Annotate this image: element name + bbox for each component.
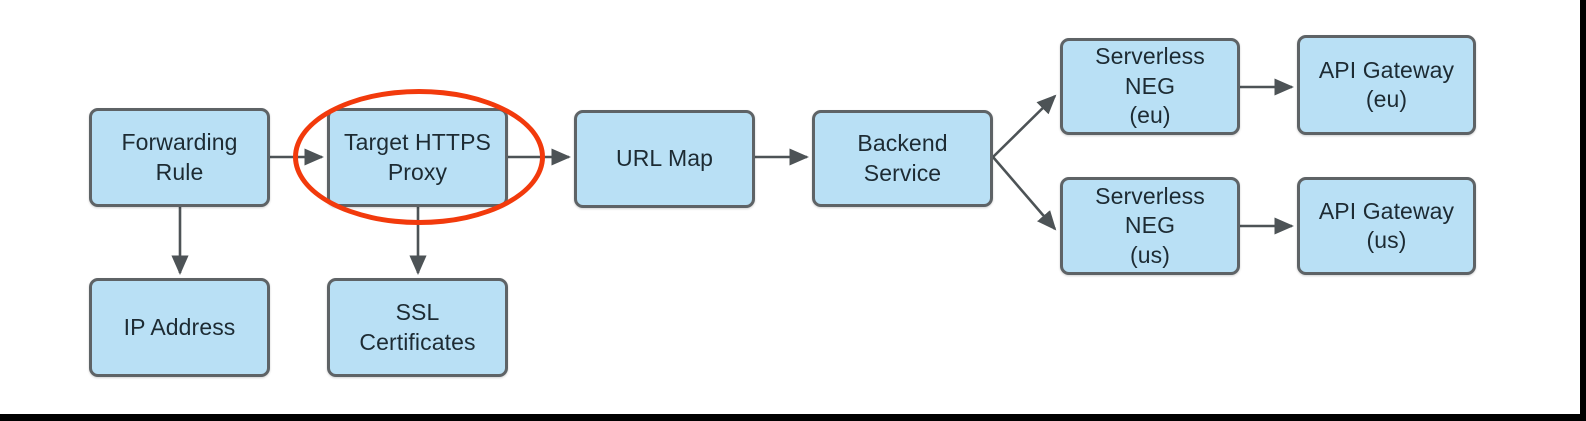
node-label-ip-address: IP Address bbox=[123, 313, 236, 340]
node-api-gateway-us[interactable]: API Gateway (us) bbox=[1297, 177, 1476, 275]
node-label-line1: API Gateway bbox=[1318, 56, 1455, 83]
edge-backend-to-neg-us-eu bbox=[992, 94, 1057, 158]
node-label-line1: API Gateway bbox=[1318, 197, 1455, 224]
node-label-url-map: URL Map bbox=[616, 145, 713, 172]
node-label-line2: Proxy bbox=[387, 158, 448, 185]
node-ip-address[interactable]: IP Address bbox=[89, 278, 270, 377]
node-label-api-gateway-us: API Gateway (us) bbox=[1307, 197, 1466, 256]
node-serverless-neg-eu[interactable]: Serverless NEG (eu) bbox=[1060, 38, 1240, 135]
node-api-gateway-eu[interactable]: API Gateway (eu) bbox=[1297, 35, 1476, 135]
node-label-line2: (us) bbox=[1366, 227, 1407, 253]
edge-backend-to-neg-us bbox=[992, 156, 1057, 231]
node-label-ssl-certificates: SSL Certificates bbox=[359, 299, 476, 355]
node-label-forwarding-rule: Forwarding Rule bbox=[121, 129, 238, 185]
node-url-map[interactable]: URL Map bbox=[574, 110, 755, 208]
node-label-backend-service: Backend Service bbox=[857, 130, 948, 186]
node-label-line1: Serverless NEG bbox=[1095, 182, 1205, 239]
window-bottom-border bbox=[0, 414, 1586, 421]
node-label-serverless-neg-us: Serverless NEG (us) bbox=[1063, 182, 1237, 270]
node-label-line1: Target HTTPS bbox=[344, 129, 491, 156]
node-backend-service[interactable]: Backend Service bbox=[812, 110, 993, 207]
node-label-line2: (eu) bbox=[1365, 86, 1408, 112]
window-right-border bbox=[1580, 0, 1586, 421]
node-ssl-certificates[interactable]: SSL Certificates bbox=[327, 278, 508, 377]
node-target-https-proxy[interactable]: Target HTTPS Proxy bbox=[327, 108, 508, 207]
node-label-api-gateway-eu: API Gateway (eu) bbox=[1307, 56, 1466, 115]
node-serverless-neg-us[interactable]: Serverless NEG (us) bbox=[1060, 177, 1240, 275]
node-forwarding-rule[interactable]: Forwarding Rule bbox=[89, 108, 270, 207]
node-label-line1: Serverless NEG bbox=[1095, 43, 1205, 99]
node-label-line2: (us) bbox=[1129, 241, 1170, 268]
node-label-target-https-proxy: Target HTTPS Proxy bbox=[332, 128, 503, 187]
node-label-line2: (eu) bbox=[1129, 102, 1171, 129]
node-label-serverless-neg-eu: Serverless NEG (eu) bbox=[1063, 42, 1237, 130]
